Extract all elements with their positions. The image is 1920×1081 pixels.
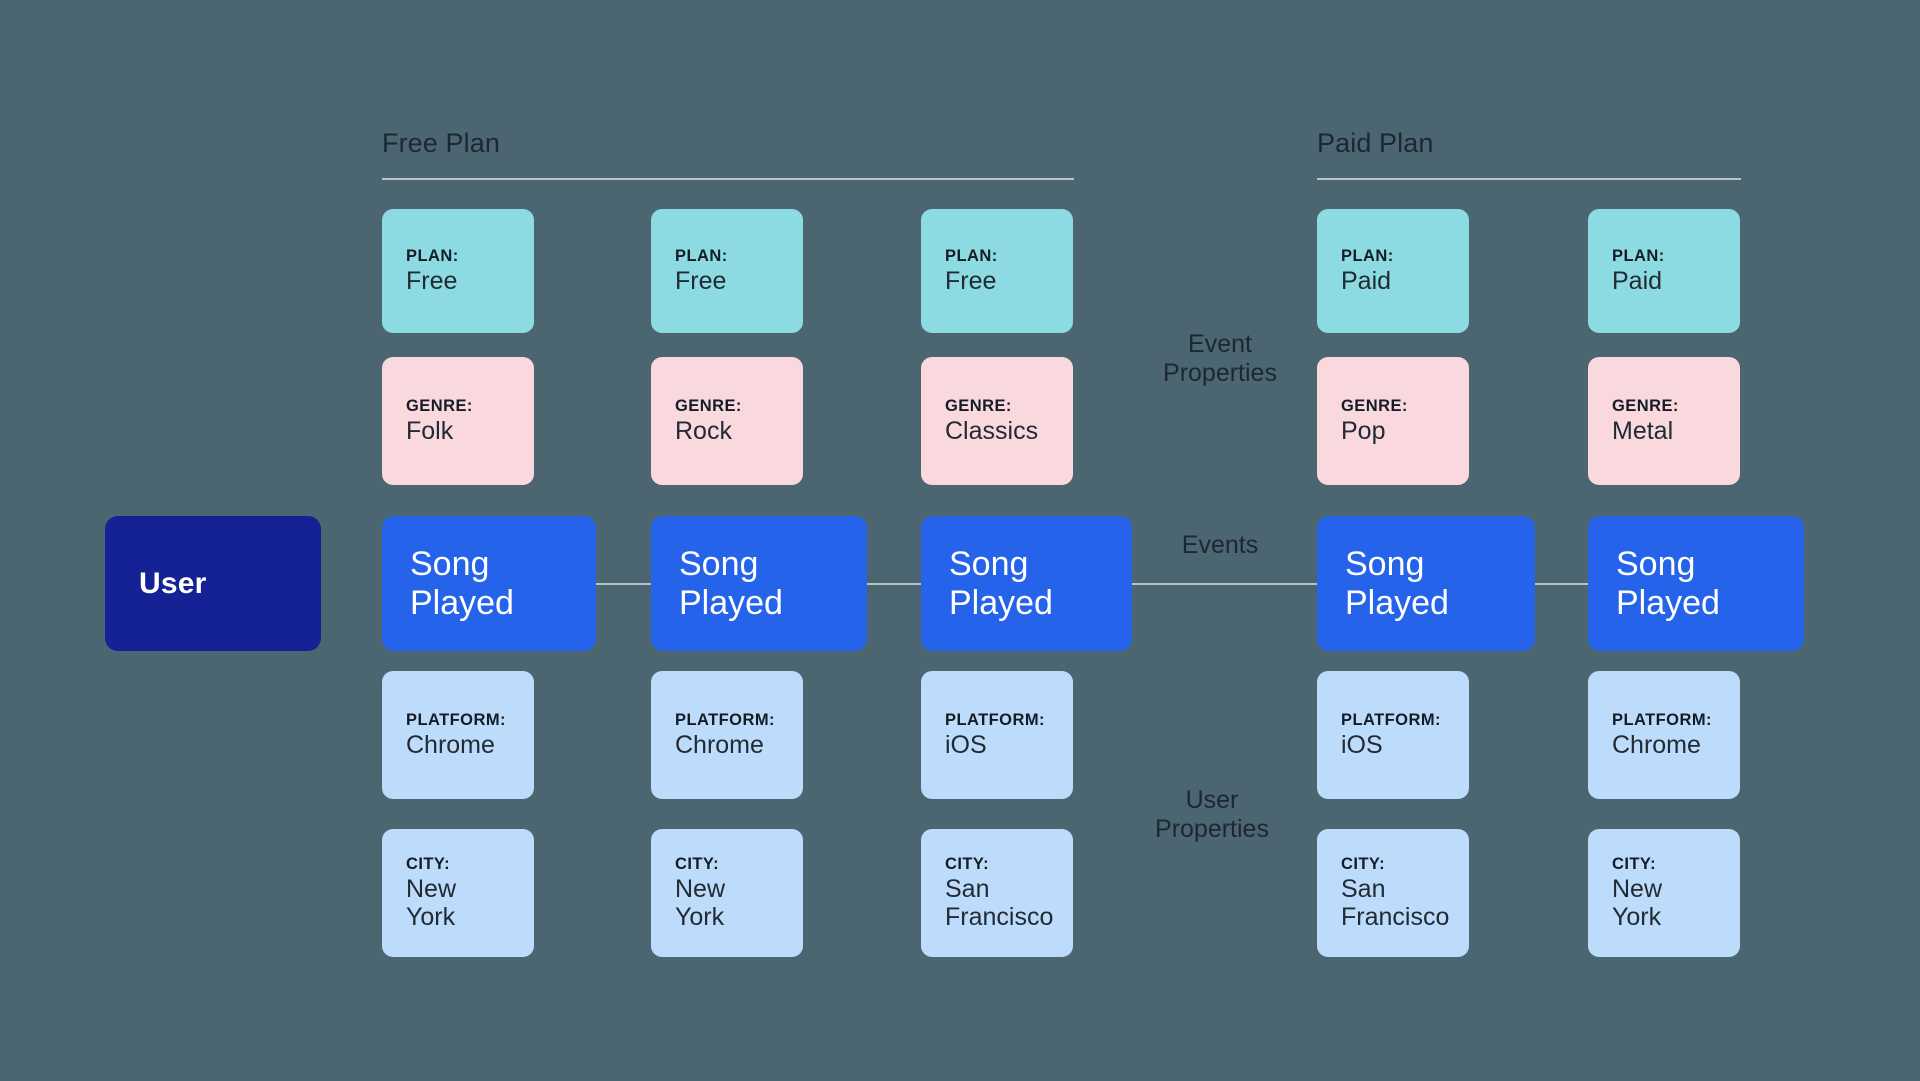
user-property-card-platform[interactable]: PLATFORM: iOS (921, 671, 1073, 799)
property-key: PLAN: (1341, 246, 1394, 265)
section-divider (382, 178, 1074, 180)
property-value: Free (675, 267, 727, 296)
property-value: Pop (1341, 417, 1386, 446)
event-property-card-genre[interactable]: GENRE: Pop (1317, 357, 1469, 485)
user-property-card-platform[interactable]: PLATFORM: iOS (1317, 671, 1469, 799)
event-property-card-plan[interactable]: PLAN: Free (921, 209, 1073, 333)
property-value: Free (945, 267, 997, 296)
property-value: Rock (675, 417, 732, 446)
event-connector-3-4 (1132, 583, 1318, 585)
property-value: iOS (945, 731, 987, 760)
event-node-label: Song Played (949, 544, 1053, 622)
event-connector-2-3 (866, 583, 922, 585)
user-property-card-city[interactable]: CITY: New York (382, 829, 534, 957)
user-property-card-platform[interactable]: PLATFORM: Chrome (1588, 671, 1740, 799)
event-node-label: Song Played (679, 544, 783, 622)
user-property-card-city[interactable]: CITY: San Francisco (921, 829, 1073, 957)
property-key: GENRE: (675, 396, 742, 415)
property-value: Classics (945, 417, 1039, 446)
event-property-card-genre[interactable]: GENRE: Metal (1588, 357, 1740, 485)
property-key: GENRE: (406, 396, 473, 415)
property-value: San Francisco (1341, 875, 1450, 932)
event-node-song-played[interactable]: Song Played (651, 516, 867, 651)
event-property-card-plan[interactable]: PLAN: Paid (1317, 209, 1469, 333)
property-value: New York (406, 875, 457, 932)
property-value: New York (1612, 875, 1663, 932)
user-property-card-city[interactable]: CITY: New York (651, 829, 803, 957)
property-key: PLAN: (1612, 246, 1665, 265)
event-node-song-played[interactable]: Song Played (921, 516, 1132, 651)
property-key: CITY: (675, 854, 720, 873)
user-property-card-city[interactable]: CITY: San Francisco (1317, 829, 1469, 957)
user-node[interactable]: User (105, 516, 321, 651)
property-value: Folk (406, 417, 454, 446)
event-node-label: Song Played (1616, 544, 1720, 622)
property-key: PLATFORM: (1341, 710, 1441, 729)
property-key: PLAN: (945, 246, 998, 265)
section-title: Paid Plan (1317, 128, 1434, 158)
property-key: CITY: (1341, 854, 1386, 873)
event-property-card-genre[interactable]: GENRE: Classics (921, 357, 1073, 485)
property-key: GENRE: (1612, 396, 1679, 415)
user-property-card-platform[interactable]: PLATFORM: Chrome (382, 671, 534, 799)
event-property-card-plan[interactable]: PLAN: Free (382, 209, 534, 333)
property-value: iOS (1341, 731, 1383, 760)
property-key: GENRE: (1341, 396, 1408, 415)
property-value: Metal (1612, 417, 1674, 446)
property-value: New York (675, 875, 726, 932)
property-value: Chrome (675, 731, 764, 760)
user-node-label: User (139, 566, 207, 600)
property-value: Chrome (1612, 731, 1701, 760)
property-key: GENRE: (945, 396, 1012, 415)
section-header-free-plan: Free Plan (382, 130, 1074, 180)
property-value: Free (406, 267, 458, 296)
annotation-events: Events (1181, 531, 1259, 559)
event-property-card-plan[interactable]: PLAN: Free (651, 209, 803, 333)
property-key: PLATFORM: (406, 710, 506, 729)
property-value: San Francisco (945, 875, 1054, 932)
event-node-song-played[interactable]: Song Played (1588, 516, 1804, 651)
property-key: CITY: (945, 854, 990, 873)
event-property-card-genre[interactable]: GENRE: Folk (382, 357, 534, 485)
property-key: CITY: (406, 854, 451, 873)
section-header-paid-plan: Paid Plan (1317, 130, 1741, 180)
section-divider (1317, 178, 1741, 180)
property-value: Paid (1612, 267, 1663, 296)
event-node-label: Song Played (410, 544, 514, 622)
section-title: Free Plan (382, 128, 500, 158)
property-key: PLATFORM: (945, 710, 1045, 729)
user-property-card-city[interactable]: CITY: New York (1588, 829, 1740, 957)
annotation-user-properties: User Properties (1155, 786, 1269, 843)
event-property-card-genre[interactable]: GENRE: Rock (651, 357, 803, 485)
annotation-event-properties: Event Properties (1163, 330, 1277, 387)
property-key: CITY: (1612, 854, 1657, 873)
property-value: Paid (1341, 267, 1392, 296)
property-key: PLAN: (406, 246, 459, 265)
event-connector-1-2 (596, 583, 658, 585)
event-node-song-played[interactable]: Song Played (1317, 516, 1535, 651)
event-property-card-plan[interactable]: PLAN: Paid (1588, 209, 1740, 333)
property-key: PLATFORM: (1612, 710, 1712, 729)
event-node-label: Song Played (1345, 544, 1449, 622)
property-value: Chrome (406, 731, 495, 760)
property-key: PLAN: (675, 246, 728, 265)
event-node-song-played[interactable]: Song Played (382, 516, 596, 651)
user-property-card-platform[interactable]: PLATFORM: Chrome (651, 671, 803, 799)
event-connector-4-5 (1530, 583, 1588, 585)
property-key: PLATFORM: (675, 710, 775, 729)
